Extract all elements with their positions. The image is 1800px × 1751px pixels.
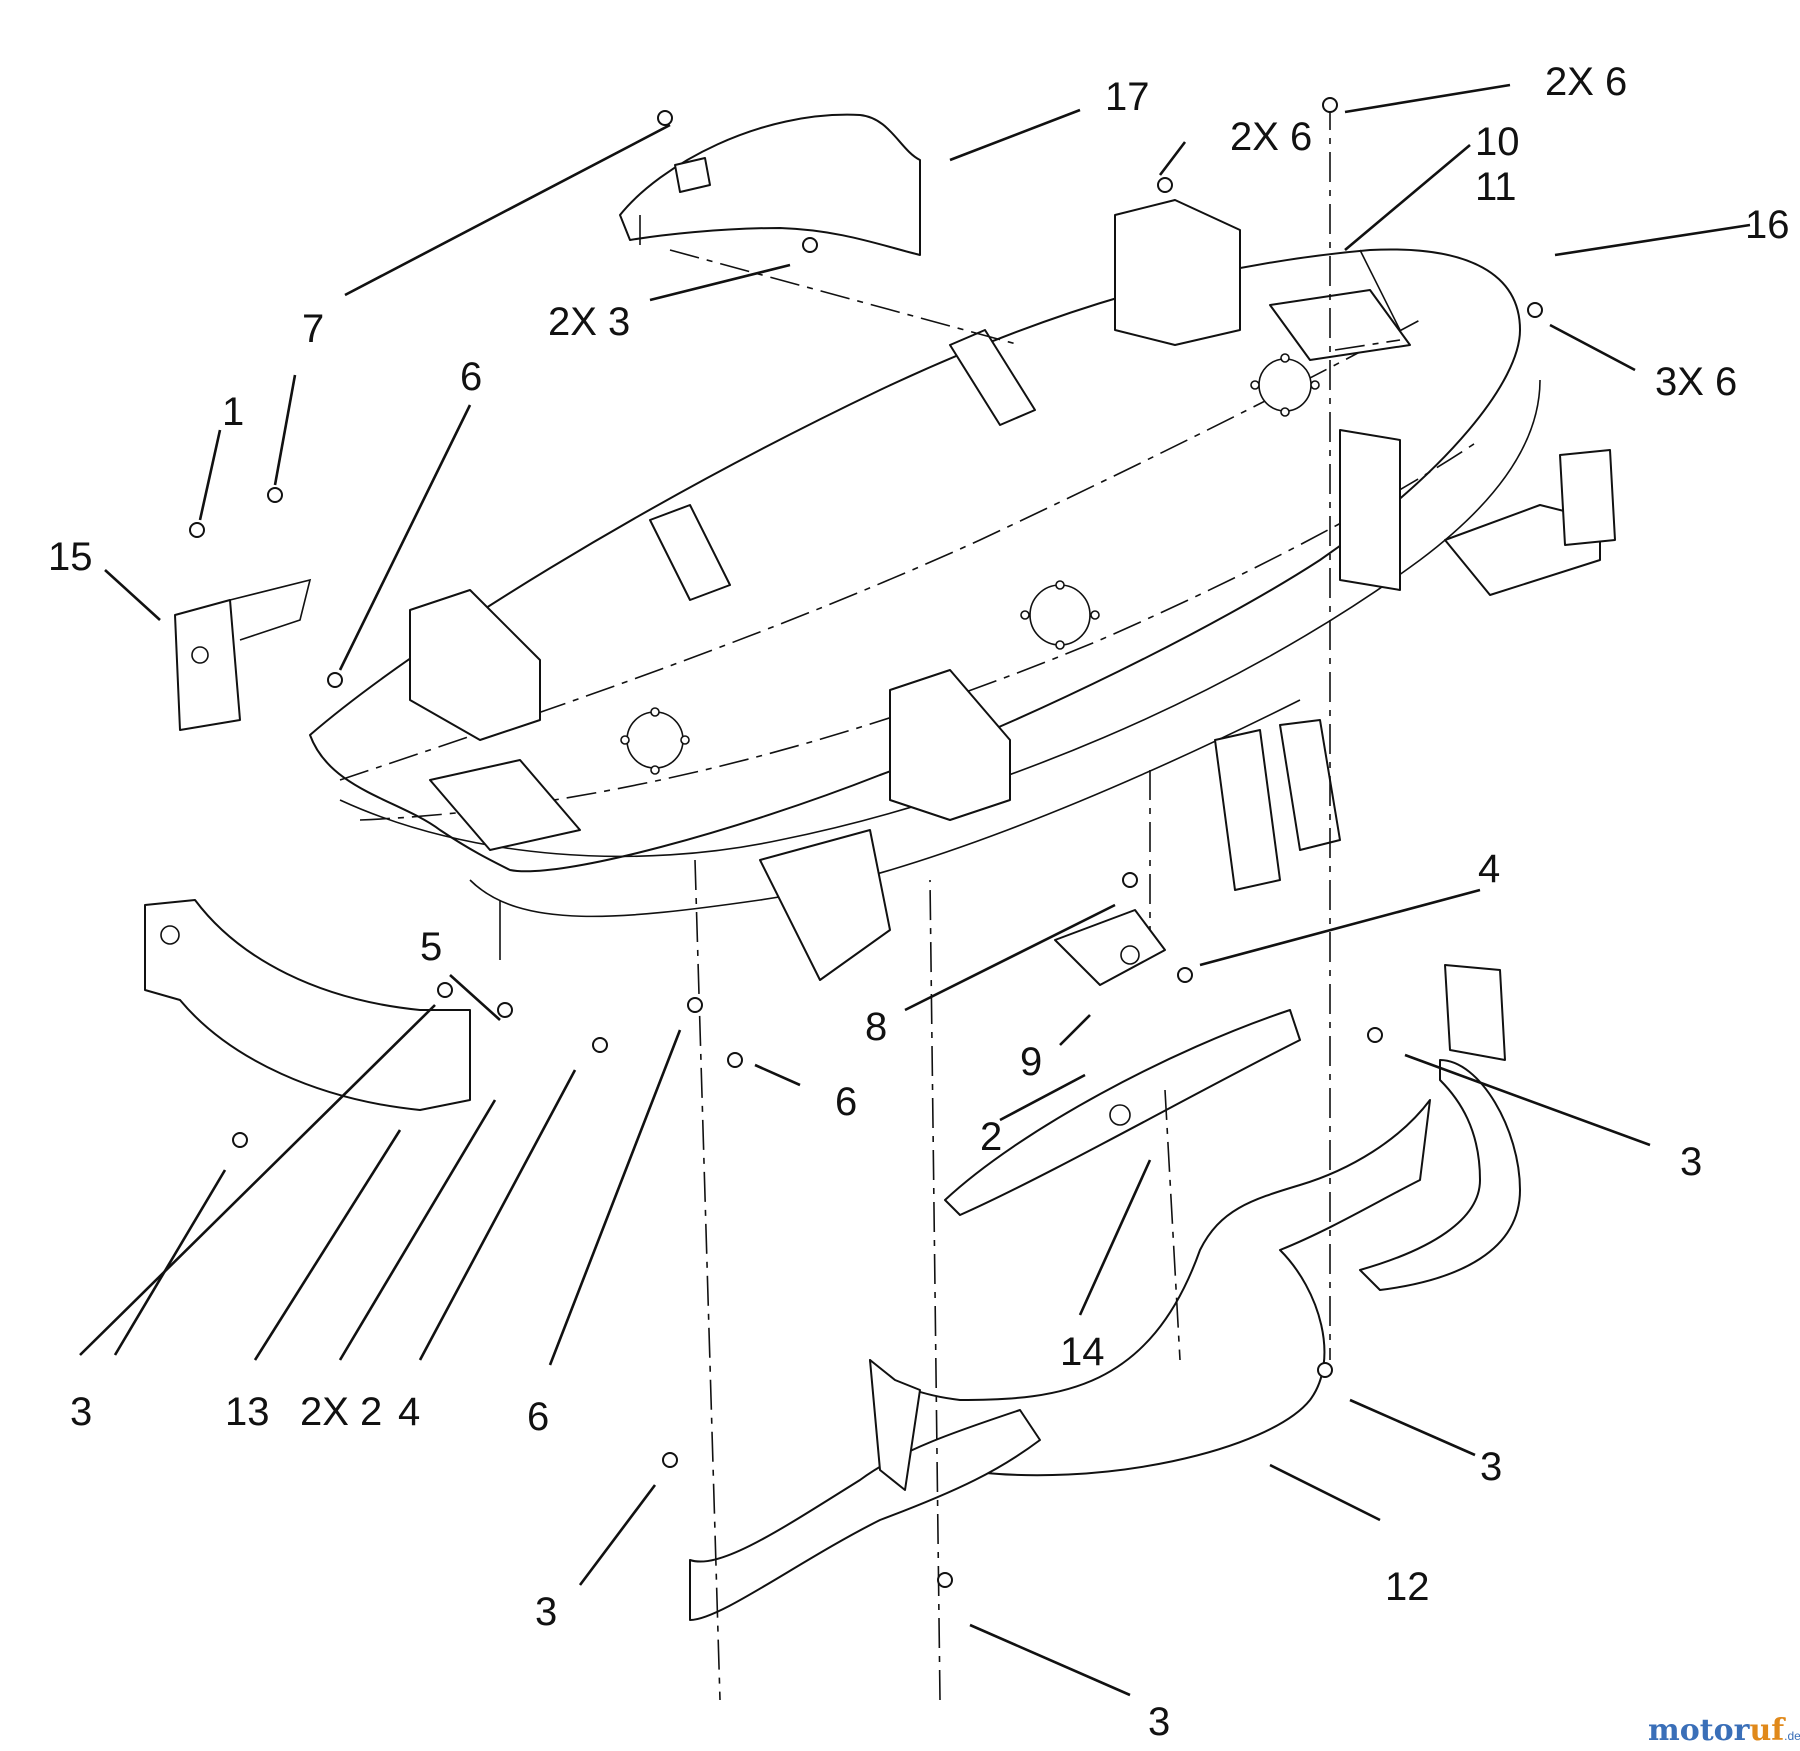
top-baffle	[619, 113, 921, 256]
callout-15: 15	[48, 535, 93, 579]
callout-11: 11	[1475, 165, 1517, 209]
callout-6-a: 6	[460, 355, 482, 399]
callout-13: 13	[225, 1390, 270, 1434]
callout-2x3: 2X 3	[548, 300, 630, 344]
callout-labels: 17 2X 6 2X 6 10 11 16 3X 6 7 7 2X 3 1 6 …	[48, 60, 1790, 1744]
lower-baffle-assembly	[689, 964, 1521, 1621]
cutting-blade	[944, 1009, 1301, 1216]
spindle-mount-right	[1250, 353, 1320, 417]
callout-14: 14	[1060, 1330, 1105, 1374]
callout-3-c: 3	[1480, 1445, 1502, 1489]
hardware	[189, 97, 1543, 1588]
callout-1: 1	[222, 390, 244, 434]
center-lines	[669, 100, 1401, 1701]
spindle-mount-left	[620, 707, 690, 775]
callout-3-d: 3	[535, 1590, 557, 1634]
decal-left	[429, 759, 581, 851]
watermark-logo: motoruf.de	[1648, 1713, 1800, 1748]
callout-2x2: 2X 2	[300, 1390, 382, 1434]
callout-5: 5	[420, 925, 442, 969]
callout-2x6-a: 2X 6	[1230, 115, 1312, 159]
watermark-part2: uf	[1749, 1713, 1786, 1748]
callout-10: 10	[1475, 120, 1520, 164]
callout-2x6-b: 2X 6	[1545, 60, 1627, 104]
front-shield	[144, 899, 471, 1111]
callout-8: 8	[865, 1005, 887, 1049]
callout-17: 17	[1105, 75, 1150, 119]
decal-right	[1269, 289, 1411, 361]
callout-4-b: 4	[398, 1390, 420, 1434]
callout-3-e: 3	[1148, 1700, 1170, 1744]
callout-6-b: 6	[835, 1080, 857, 1124]
callout-3-b: 3	[1680, 1140, 1702, 1184]
callout-12: 12	[1385, 1565, 1430, 1609]
callout-3-a: 3	[70, 1390, 92, 1434]
callout-7-a: 7	[302, 307, 324, 351]
deck-brackets	[409, 199, 1616, 981]
mower-deck-housing	[309, 248, 1541, 960]
side-baffle-left	[174, 578, 312, 731]
svg-text:motoruf.de: motoruf.de	[1648, 1713, 1800, 1748]
callout-4-a: 4	[1478, 847, 1500, 891]
callout-3x6: 3X 6	[1655, 360, 1737, 404]
callout-9: 9	[1020, 1040, 1042, 1084]
leader-lines	[79, 83, 1751, 1697]
blade-adapter	[1054, 909, 1166, 986]
callout-2: 2	[980, 1115, 1002, 1159]
callout-16: 16	[1745, 203, 1790, 247]
callout-6-c: 6	[527, 1395, 549, 1439]
watermark-part1: motor	[1648, 1713, 1751, 1748]
watermark-suffix: .de	[1784, 1729, 1800, 1743]
spindle-mount-center	[1020, 580, 1100, 650]
